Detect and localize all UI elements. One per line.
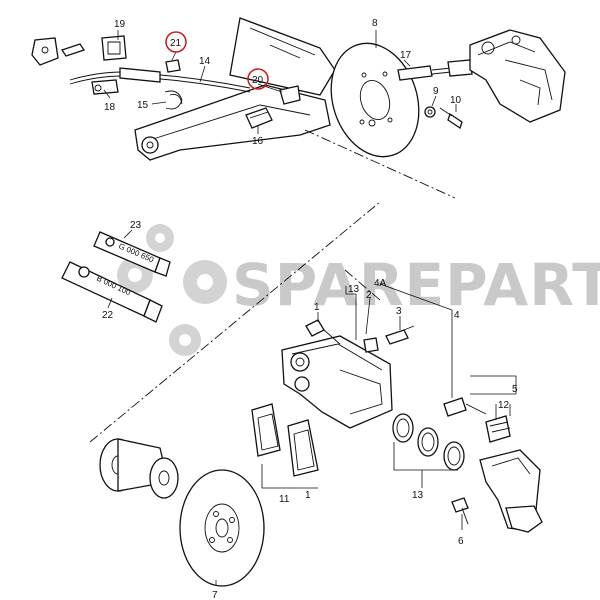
- caliper-housing: [281, 335, 393, 429]
- brake-pad-inner: [251, 403, 281, 457]
- watermark-text: SPAREPARTS: [232, 251, 600, 319]
- brake-disc: [179, 469, 265, 587]
- brake-backing-plate: [330, 42, 420, 158]
- piston-seal-ring-3: [443, 441, 465, 471]
- callout-4a: 4A: [374, 278, 387, 289]
- piston-seal-ring-1: [392, 413, 414, 443]
- watermark: SPAREPARTS: [117, 224, 600, 356]
- wheel-hub: [99, 438, 179, 499]
- callout-19: 19: [114, 19, 126, 30]
- axle-beam: [134, 17, 336, 161]
- watermark-gear-icon: [117, 224, 227, 356]
- callout-1-upper: 1: [314, 302, 320, 313]
- callout-8: 8: [372, 18, 378, 29]
- callout-7: 7: [212, 590, 218, 600]
- callout-labels: 19 21 14 20 8 17 9 10 18 15 16 23 22 13 …: [102, 18, 518, 600]
- parking-brake-cable: [69, 67, 251, 95]
- callout-11: 11: [279, 494, 290, 505]
- guide-bolt-sleeve: [443, 397, 511, 443]
- callout-14: 14: [199, 56, 211, 67]
- callout-3: 3: [396, 306, 402, 317]
- bolt-10: [439, 107, 463, 130]
- callout-13-upper: 13: [348, 284, 360, 295]
- callout-15: 15: [137, 100, 149, 111]
- leader-lines: [103, 30, 517, 586]
- callout-21: 21: [170, 38, 182, 49]
- clamp-16: [245, 107, 273, 129]
- callout-13-lower: 13: [412, 490, 424, 501]
- carrier-bolt: [451, 497, 469, 525]
- brake-cable-clip: [31, 35, 127, 66]
- callout-1-lower: 1: [305, 490, 311, 501]
- callout-10: 10: [450, 95, 462, 106]
- caliper-carrier-bracket: [479, 449, 543, 533]
- callout-6: 6: [458, 536, 464, 547]
- callout-5: 5: [512, 384, 518, 395]
- callout-17: 17: [400, 50, 412, 61]
- callout-18: 18: [104, 102, 116, 113]
- return-spring: [164, 90, 183, 110]
- assembly-axis-lines: [89, 129, 456, 443]
- callout-20: 20: [252, 75, 264, 86]
- callout-9: 9: [433, 86, 439, 97]
- callout-4: 4: [454, 310, 460, 321]
- bracket-20: [279, 85, 301, 105]
- nut-21: [165, 59, 181, 73]
- guide-bolt-upper: [305, 319, 341, 345]
- highlight-ring-20: [247, 68, 269, 90]
- callout-22: 22: [102, 310, 114, 321]
- callout-12: 12: [498, 400, 510, 411]
- callout-2: 2: [366, 290, 372, 301]
- washer-9: [424, 106, 436, 118]
- callout-16: 16: [252, 136, 264, 147]
- brake-pad-outer: [287, 419, 319, 477]
- highlight-ring-21: [165, 31, 187, 53]
- caliper-upper-right: [469, 29, 566, 123]
- piston-seal-ring-2: [417, 427, 439, 457]
- bleeder-valve: [385, 325, 415, 345]
- brake-hose-17: [397, 59, 473, 81]
- callout-23: 23: [130, 220, 142, 231]
